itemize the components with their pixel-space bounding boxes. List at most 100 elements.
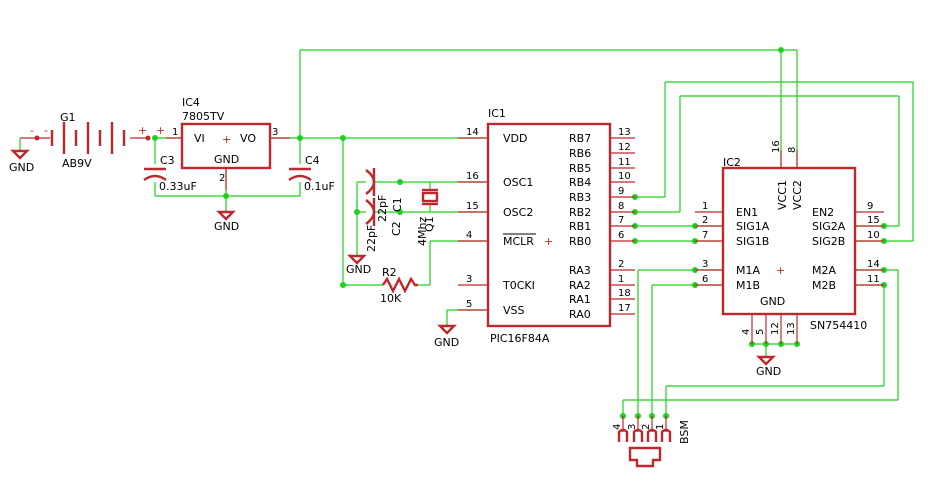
gnd-pic: GND [434, 324, 459, 349]
ic1-pin-number: 16 [466, 171, 479, 182]
q1-value: 4Mhz [416, 217, 429, 246]
ic1-pin-number: 13 [618, 127, 631, 138]
ic2-pin-name: M1A [736, 264, 760, 277]
ic1-pin-name: RA0 [569, 308, 591, 321]
ic4-vi: VI [194, 132, 205, 145]
gnd-label: GND [434, 336, 459, 349]
ic4-ref: IC4 [182, 96, 200, 109]
ic1-pin-number: 10 [618, 171, 631, 182]
crystal-q1: Q1 4Mhz [416, 188, 439, 246]
ic2-pin-name: SIG2A [812, 220, 846, 233]
junction-dot [397, 209, 403, 215]
ic2-pin-number: 6 [702, 274, 708, 285]
ic2-pin-number: 14 [867, 259, 880, 270]
ic1-pin-number: 17 [618, 303, 631, 314]
ic1-pin-name: RB7 [569, 132, 591, 145]
ic1-pin-name: VSS [503, 304, 525, 317]
ic4-pin1: 1 [172, 127, 178, 138]
bsm-ref: BSM [678, 420, 691, 444]
r2-ref: R2 [382, 266, 397, 279]
gnd-battery: GND [9, 149, 34, 174]
ic1-pin-name: RB5 [569, 162, 591, 175]
ic1-pin-name: RA1 [569, 293, 591, 306]
ic2-pin-number: 9 [867, 201, 873, 212]
capacitor-c3: C3 0.33uF [143, 154, 197, 193]
gnd-label: GND [214, 220, 239, 233]
junction-dot [340, 135, 346, 141]
ic4-gnd: GND [214, 153, 239, 166]
ic1-pin-number: 4 [466, 230, 472, 241]
r2-value: 10K [380, 292, 402, 305]
ic1-value: PIC16F84A [490, 332, 550, 345]
ic2-pin-number: 1 [702, 201, 708, 212]
ic2-pin-name: EN1 [736, 206, 758, 219]
ic4-value: 7805TV [182, 110, 225, 123]
ic2-pin-number: 10 [867, 230, 880, 241]
ic1-pin-number: 2 [618, 259, 624, 270]
ic1-pin-name: MCLR [503, 235, 534, 248]
battery-ref: G1 [60, 111, 76, 124]
resistor-r2: R2 10K [380, 266, 418, 305]
capacitor-c1-c2: 22pF 22pF C1 C2 [356, 168, 404, 252]
ic4-pin3: 3 [272, 127, 278, 138]
battery-plus-inner: + [138, 124, 147, 137]
ic1-pin-name: RB4 [569, 176, 591, 189]
c3-value: 0.33uF [159, 180, 197, 193]
ic2-gnd-pin-number: 13 [786, 322, 797, 335]
ic2-pin-name: M2A [812, 264, 836, 277]
ic1-pin-name: RB1 [569, 220, 591, 233]
ic2-vcc1: VCC1 [776, 180, 789, 210]
ic2-vcc2-num: 8 [787, 147, 798, 153]
ic2-gnd-pin-number: 12 [770, 322, 781, 335]
ic1-pin-name: RA2 [569, 279, 591, 292]
ic2-pin-number: 11 [867, 274, 880, 285]
ic4-vo: VO [240, 132, 256, 145]
ic1-pin-number: 6 [618, 230, 624, 241]
ic2-value: SN754410 [810, 319, 867, 332]
ic1-pin-number: 8 [618, 201, 624, 212]
ic2-ref: IC2 [723, 156, 741, 169]
wires [154, 49, 914, 416]
ic1-pin-number: 12 [618, 142, 631, 153]
ic1-pin-name: RB6 [569, 147, 591, 160]
ic1-pin-name: RA3 [569, 264, 591, 277]
bsm-pin-number: 2 [641, 424, 652, 430]
junction-dot [397, 179, 403, 185]
ic1-pin-name: OSC2 [503, 206, 533, 219]
ic2-pin-number: 3 [702, 259, 708, 270]
battery-minus-inner: - [44, 124, 48, 137]
q1-ref: Q1 [423, 216, 436, 232]
ic2-pin-name: EN2 [812, 206, 834, 219]
junction-dot [778, 47, 784, 53]
bsm-contact [646, 428, 658, 442]
gnd-label: GND [756, 365, 781, 378]
junction-dot [340, 282, 346, 288]
ic1-pin-name: T0CKI [502, 279, 535, 292]
ic1-pin-name: RB2 [569, 206, 591, 219]
ic2-pin-number: 2 [702, 215, 708, 226]
ic1-pin-number: 5 [466, 299, 472, 310]
ic1-pin-number: 18 [618, 288, 631, 299]
ic1-ref: IC1 [488, 107, 506, 120]
junction-dot [297, 135, 303, 141]
c1-value: 22pF [376, 195, 389, 222]
regulator-ic4: IC4 7805TV VI VO GND + 1 3 2 [166, 96, 290, 190]
bsm-pin-number: 3 [627, 424, 638, 430]
ic2-pin-name: M2B [812, 279, 836, 292]
ic1-pin-number: 11 [618, 157, 631, 168]
battery-g1: G1 AB9V - - + + [19, 111, 165, 170]
ic2-pin-name: M1B [736, 279, 760, 292]
ic1-pin-name: OSC1 [503, 176, 533, 189]
c1-ref: C1 [391, 197, 404, 212]
ic1-pin-number: 14 [466, 127, 479, 138]
ic2-gnd: GND [760, 295, 785, 308]
ic1-pin-name: RB3 [569, 191, 591, 204]
junction-dot [152, 135, 158, 141]
bsm-contact [617, 428, 629, 442]
